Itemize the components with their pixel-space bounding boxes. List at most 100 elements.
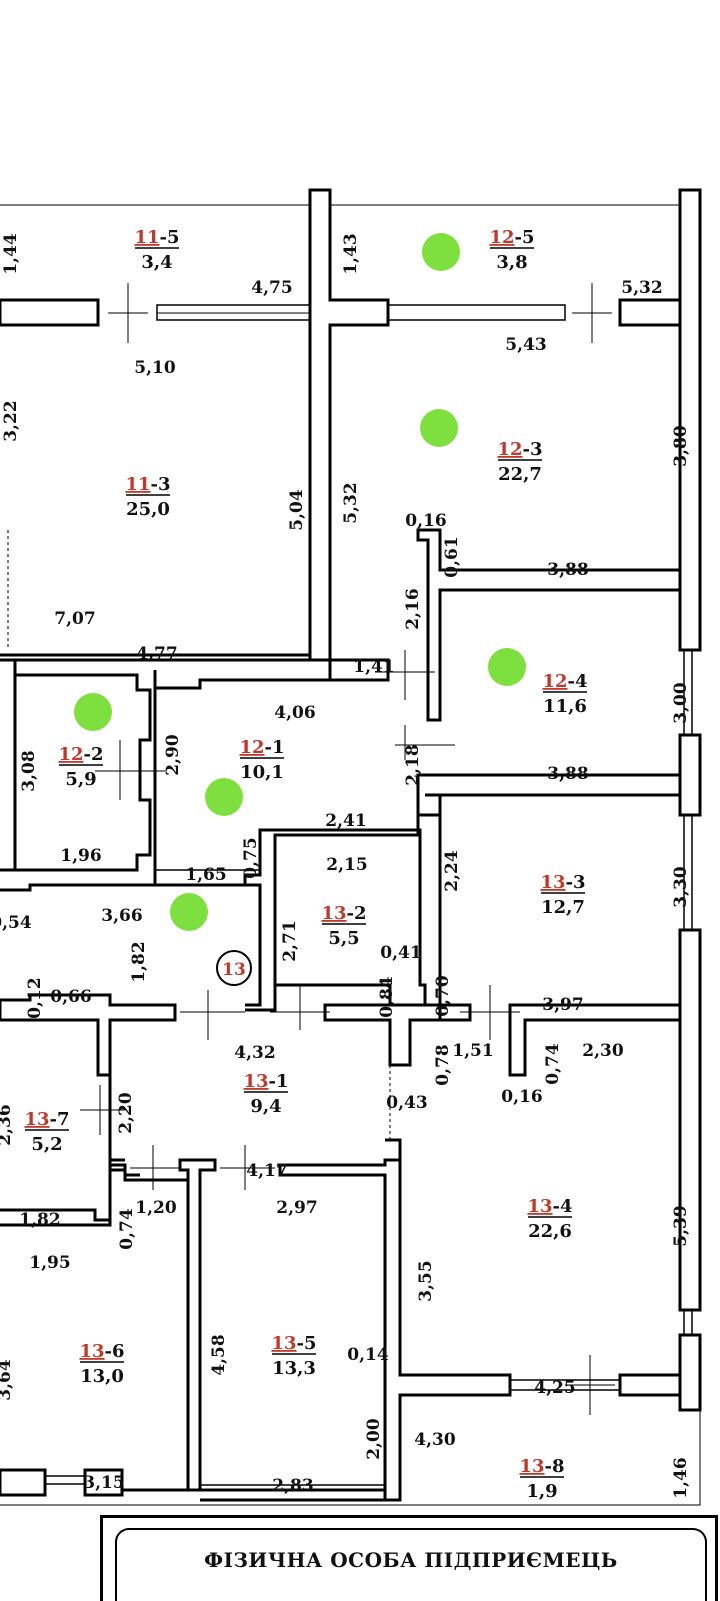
dimension-label: 1,43 bbox=[341, 233, 361, 274]
room-area: 1,9 bbox=[526, 1481, 557, 1502]
room-suffix: -3 bbox=[151, 474, 171, 495]
wall bbox=[0, 1018, 112, 1222]
green-marker-icon bbox=[170, 893, 208, 931]
room-label: 13-19,4 bbox=[243, 1071, 288, 1117]
room-suffix: -3 bbox=[523, 439, 543, 460]
wall bbox=[0, 883, 195, 892]
dimension-label: 0,84 bbox=[377, 976, 397, 1018]
dimension-label: 5,10 bbox=[134, 358, 176, 378]
dimension-label: 2,18 bbox=[403, 744, 423, 785]
room-block: 11 bbox=[134, 227, 159, 248]
room-suffix: -4 bbox=[568, 671, 588, 692]
wall bbox=[0, 658, 17, 872]
room-number: 12-4 bbox=[542, 671, 587, 692]
window bbox=[683, 815, 693, 930]
wall bbox=[122, 1175, 190, 1492]
green-marker-icon bbox=[488, 648, 526, 686]
wall bbox=[328, 658, 390, 682]
room-number: 13-7 bbox=[24, 1109, 69, 1130]
room-area: 22,7 bbox=[498, 464, 542, 485]
room-block: 12 bbox=[489, 227, 514, 248]
dimension-label: 2,15 bbox=[326, 855, 367, 875]
room-suffix: -1 bbox=[265, 737, 285, 758]
room-number: 12-3 bbox=[497, 439, 542, 460]
dimension-label: 2,41 bbox=[325, 811, 366, 831]
dimension-label: 2,36 bbox=[0, 1104, 15, 1145]
wall bbox=[323, 1003, 442, 1067]
dimension-label: 1,51 bbox=[452, 1041, 493, 1061]
room-label: 13-8 1,9 bbox=[519, 1456, 564, 1502]
title-block-text: ФІЗИЧНА ОСОБА ПІДПРИЄМЕЦЬ bbox=[204, 1548, 618, 1572]
dimension-label: 0,75 bbox=[241, 837, 261, 878]
dimension-label: 1,82 bbox=[129, 941, 149, 982]
wall bbox=[0, 1168, 125, 1227]
wall bbox=[13, 673, 152, 872]
wall bbox=[83, 1468, 124, 1497]
dimension-label: 0,16 bbox=[405, 511, 446, 531]
dimension-label: 1,65 bbox=[185, 865, 226, 885]
dimension-label: 1,82 bbox=[19, 1210, 60, 1230]
room-number: 11-3 bbox=[125, 474, 170, 495]
room-area: 13,0 bbox=[80, 1366, 124, 1387]
room-number: 13-8 bbox=[519, 1456, 564, 1477]
room-area: 3,8 bbox=[496, 252, 527, 273]
dimension-label: 3,88 bbox=[547, 560, 588, 580]
room-area: 13,3 bbox=[272, 1358, 316, 1379]
dimension-label: 3,64 bbox=[0, 1359, 15, 1401]
wall bbox=[0, 1468, 47, 1497]
room-area: 5,2 bbox=[31, 1134, 62, 1155]
dimension-label: 3,22 bbox=[1, 400, 21, 441]
room-label: 12-5 3,8 bbox=[489, 227, 534, 273]
window bbox=[683, 650, 693, 735]
room-label: 12-25,9 bbox=[58, 744, 103, 790]
room-suffix: -6 bbox=[105, 1341, 125, 1362]
title-block: ФІЗИЧНА ОСОБА ПІДПРИЄМЕЦЬ bbox=[100, 1515, 718, 1601]
dimension-label: 0,74 bbox=[543, 1043, 563, 1085]
dimension-labels-horizontal: 4,755,105,325,430,163,887,074,771,414,06… bbox=[0, 278, 663, 1496]
room-number: 13-6 bbox=[79, 1341, 124, 1362]
wall bbox=[108, 1020, 125, 1162]
room-number: 13-4 bbox=[527, 1196, 572, 1217]
dimension-label: 5,39 bbox=[671, 1205, 691, 1246]
green-marker-icon bbox=[205, 778, 243, 816]
dimension-label: 1,95 bbox=[29, 1253, 70, 1273]
dimension-label: 0,41 bbox=[380, 943, 421, 963]
dimension-label: 5,32 bbox=[621, 278, 662, 298]
green-marker-icon bbox=[422, 233, 460, 271]
dimension-label: 2,83 bbox=[272, 1476, 313, 1496]
room-label: 12-411,6 bbox=[542, 671, 587, 717]
room-suffix: -3 bbox=[566, 872, 586, 893]
room-block: 11 bbox=[125, 474, 150, 495]
dimension-label: 1,41 bbox=[353, 657, 394, 677]
wall bbox=[678, 188, 702, 652]
room-number: 12-5 bbox=[489, 227, 534, 248]
room-label: 12-110,1 bbox=[239, 737, 284, 783]
room-number: 13-1 bbox=[243, 1071, 288, 1092]
room-suffix: -2 bbox=[84, 744, 104, 765]
door-marks bbox=[80, 283, 615, 1415]
room-number: 13-2 bbox=[321, 903, 366, 924]
green-marker-icon bbox=[420, 409, 458, 447]
dimension-label: 3,00 bbox=[671, 682, 691, 724]
wall bbox=[425, 793, 442, 1007]
dimension-label: 3,30 bbox=[671, 866, 691, 908]
title-block-inner: ФІЗИЧНА ОСОБА ПІДПРИЄМЕЦЬ bbox=[115, 1528, 707, 1601]
room-suffix: -4 bbox=[553, 1196, 573, 1217]
room-area: 25,0 bbox=[126, 499, 170, 520]
dimension-label: 1,46 bbox=[671, 1457, 691, 1498]
room-label: 13-25,5 bbox=[321, 903, 366, 949]
room-block: 12 bbox=[239, 737, 264, 758]
dimension-label: 3,97 bbox=[542, 995, 583, 1015]
dimension-label: 0,78 bbox=[433, 1044, 453, 1085]
room-number: 11-5 bbox=[134, 227, 179, 248]
dimension-label: 4,58 bbox=[209, 1334, 229, 1375]
dimension-label: 3,08 bbox=[19, 750, 39, 791]
room-area: 12,7 bbox=[541, 897, 585, 918]
wall bbox=[508, 1003, 682, 1077]
dimension-label: 2,97 bbox=[276, 1198, 317, 1218]
dimension-label: 1,44 bbox=[1, 233, 21, 275]
dimension-label: 2,20 bbox=[116, 1092, 136, 1134]
dimension-label: 1,96 bbox=[60, 846, 101, 866]
